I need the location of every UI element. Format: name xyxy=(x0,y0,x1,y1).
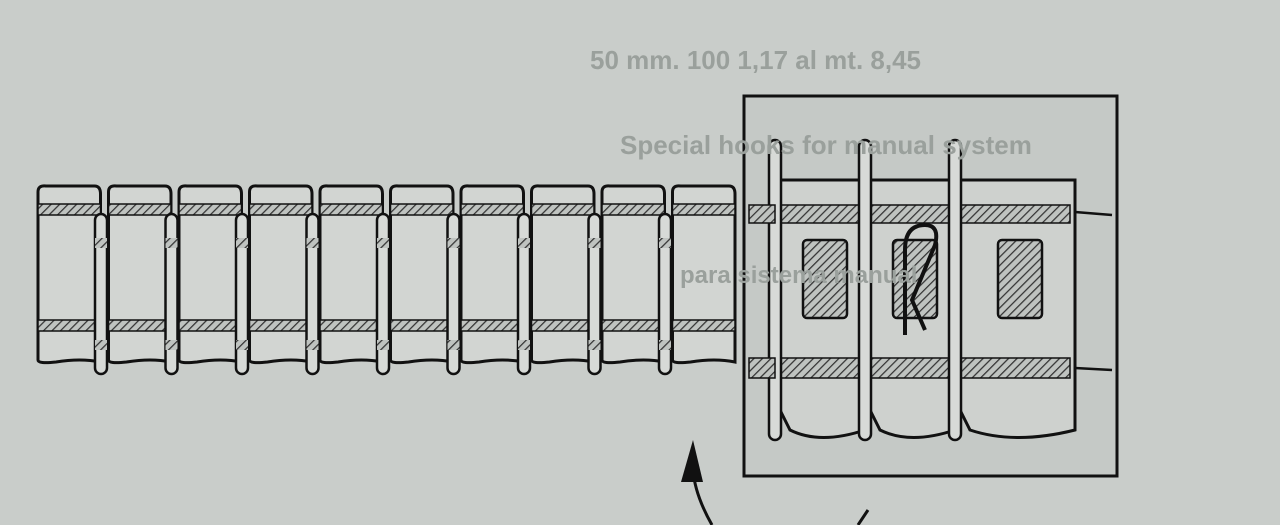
fold-band xyxy=(306,238,319,248)
top-band xyxy=(389,203,454,216)
bottom-band xyxy=(37,319,102,332)
inset-bottom-band xyxy=(869,357,951,379)
arrow-icon xyxy=(681,440,870,525)
inset-fold xyxy=(947,138,963,442)
inset-bottom-band xyxy=(748,357,776,379)
fold-band xyxy=(377,340,389,350)
top-band xyxy=(178,203,243,216)
inset-fold xyxy=(857,138,873,442)
bottom-band xyxy=(178,319,243,332)
hook-icon xyxy=(903,222,939,335)
fold-band xyxy=(518,340,530,350)
inset-top-band xyxy=(748,204,776,224)
fold-band xyxy=(659,238,671,248)
hook-pocket xyxy=(801,238,849,320)
tape-edge xyxy=(1074,366,1113,372)
inset-bottom-band xyxy=(779,357,861,379)
fold-band xyxy=(588,238,601,248)
fold-band xyxy=(165,340,178,350)
top-band xyxy=(530,203,595,216)
bottom-band xyxy=(107,319,172,332)
bottom-band xyxy=(319,319,384,332)
top-band xyxy=(107,203,172,216)
top-band xyxy=(460,203,525,216)
fold-band xyxy=(377,238,389,248)
tape-edge xyxy=(1074,210,1113,217)
top-band xyxy=(248,203,313,216)
top-band xyxy=(319,203,384,216)
inset-top-band xyxy=(779,204,861,224)
fold-band xyxy=(306,340,319,350)
hook-pocket xyxy=(996,238,1044,320)
pleat xyxy=(671,184,737,365)
pleated-tape-strip xyxy=(36,184,737,376)
inset-top-band xyxy=(959,204,1071,224)
bottom-band xyxy=(460,319,525,332)
fold-band xyxy=(95,238,107,248)
ghost-text-spanish: para sistema manual xyxy=(680,262,918,289)
ghost-text-price: 50 mm. 100 1,17 al mt. 8,45 xyxy=(590,45,921,75)
ghost-text-hooks: Special hooks for manual system xyxy=(620,130,1032,160)
fold-band xyxy=(588,340,601,350)
bottom-band xyxy=(530,319,595,332)
inset-detail xyxy=(742,94,1119,478)
fold-band xyxy=(659,340,671,350)
fold-band xyxy=(447,340,460,350)
top-band xyxy=(601,203,666,216)
fold-band xyxy=(518,238,530,248)
inset-bottom-band xyxy=(959,357,1071,379)
fold-band xyxy=(236,340,248,350)
bottom-band xyxy=(389,319,454,332)
fold-band xyxy=(95,340,107,350)
bottom-band xyxy=(601,319,666,332)
bottom-band xyxy=(248,319,313,332)
fold-band xyxy=(447,238,460,248)
inset-top-band xyxy=(869,204,951,224)
inset-fold xyxy=(767,138,783,442)
bottom-band xyxy=(671,319,736,332)
top-band xyxy=(37,203,102,216)
fold-band xyxy=(165,238,178,248)
fold-band xyxy=(236,238,248,248)
top-band xyxy=(671,203,736,216)
